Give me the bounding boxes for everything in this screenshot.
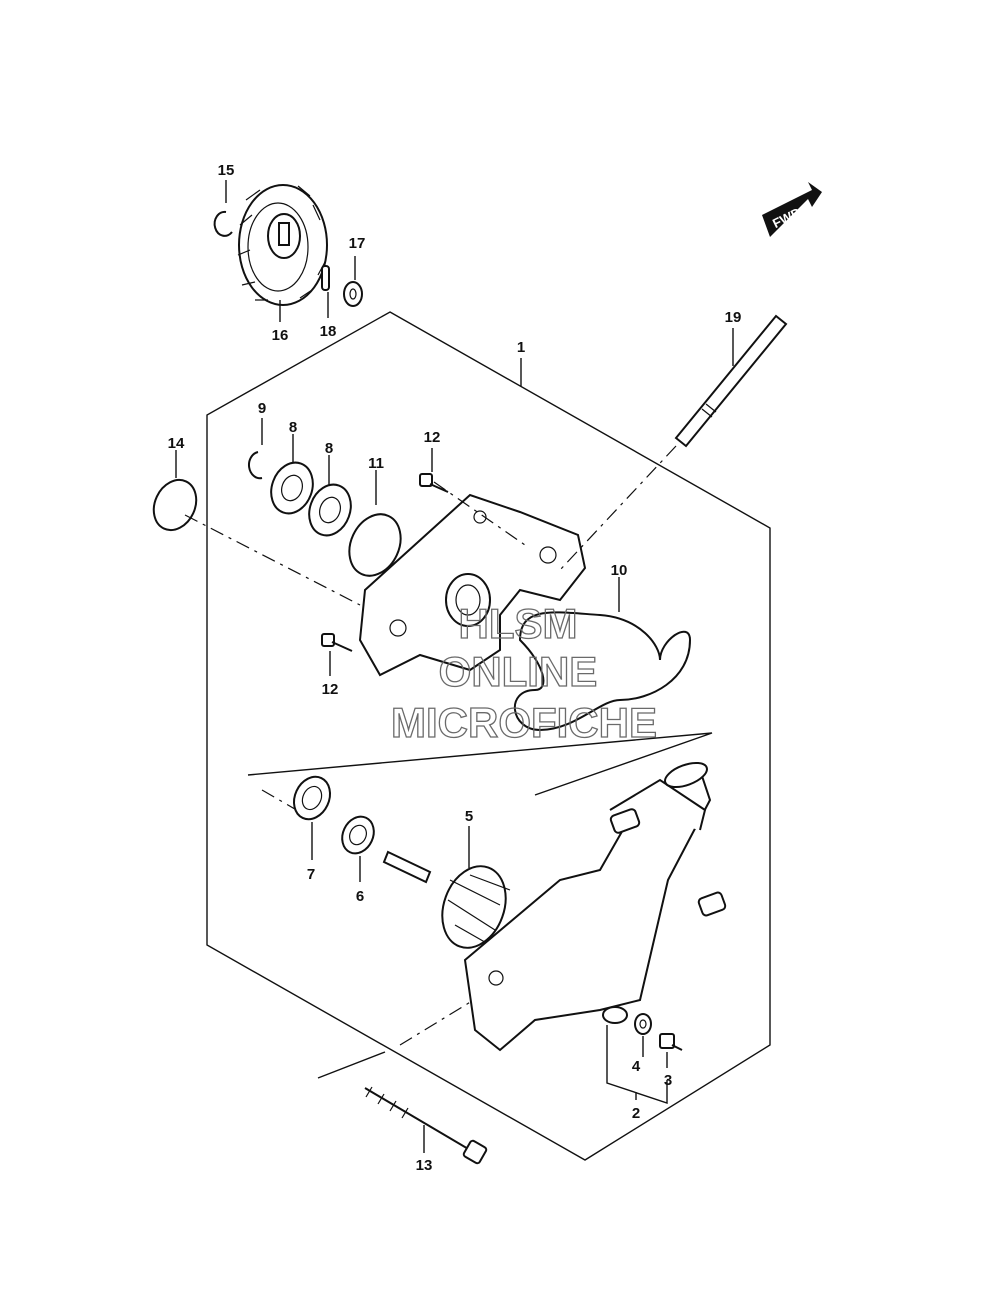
bolt-12a <box>419 473 449 493</box>
bearing-8b <box>308 483 352 537</box>
callout-7: 7 <box>307 866 315 883</box>
callout-15: 15 <box>218 162 235 179</box>
o-ring-14 <box>152 478 198 532</box>
centerline-upper <box>184 514 361 606</box>
fwd-direction-badge: FWD <box>762 182 822 237</box>
callout-8a: 8 <box>289 419 297 436</box>
watermark-line2: ONLINE <box>439 648 598 695</box>
callout-14: 14 <box>168 435 185 452</box>
callout-12a: 12 <box>424 429 441 446</box>
watermark-line3: MICROFICHE <box>391 699 657 746</box>
callout-9: 9 <box>258 400 266 417</box>
callout-6: 6 <box>356 888 364 905</box>
callout-3: 3 <box>664 1072 672 1089</box>
washer-17 <box>343 281 363 307</box>
pump-body-2 <box>463 761 727 1052</box>
separator-lines <box>247 732 713 796</box>
bearing-8a <box>270 461 314 515</box>
gasket-10 <box>513 611 692 732</box>
centerline-bolt <box>433 481 526 546</box>
callout-16: 16 <box>272 327 289 344</box>
mechanical-seal-6 <box>341 815 375 855</box>
callout-1: 1 <box>517 339 525 356</box>
washer-4 <box>634 1013 652 1035</box>
leader-lines <box>175 180 734 1153</box>
callout-8b: 8 <box>325 440 333 457</box>
callout-10: 10 <box>611 562 628 579</box>
centerline-lower <box>261 789 301 813</box>
watermark: HLSM ONLINE MICROFICHE <box>390 599 657 746</box>
callout-12b: 12 <box>322 681 339 698</box>
seal-7 <box>293 775 331 821</box>
callout-17: 17 <box>349 235 366 252</box>
impeller-shaft-5 <box>382 850 511 949</box>
callout-19: 19 <box>725 309 742 326</box>
watermark-line1: HLSM <box>459 600 578 647</box>
o-ring-11 <box>348 513 402 577</box>
pin-18 <box>321 265 330 291</box>
callout-5: 5 <box>465 808 473 825</box>
hose-19 <box>674 314 788 448</box>
assembly-outline <box>206 311 771 1161</box>
callout-2: 2 <box>632 1105 640 1122</box>
callout-4: 4 <box>632 1058 641 1075</box>
bolt-3 <box>659 1033 683 1051</box>
gear-16 <box>237 184 328 306</box>
bottom-separator <box>317 1051 386 1079</box>
clip-9 <box>247 451 263 480</box>
callout-11: 11 <box>368 455 384 472</box>
bolt-12b <box>321 633 353 652</box>
pump-cover-plate <box>358 493 587 677</box>
callout-13: 13 <box>416 1157 433 1174</box>
callout-18: 18 <box>320 323 337 340</box>
bolt-13 <box>364 1086 488 1165</box>
circlip-15 <box>213 210 233 237</box>
